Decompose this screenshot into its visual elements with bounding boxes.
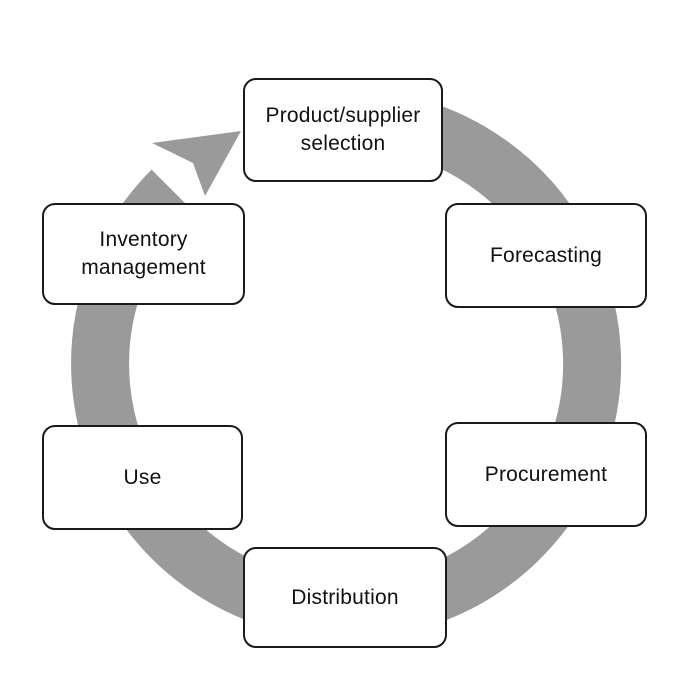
node-label: Procurement xyxy=(484,462,608,486)
node-use: Use xyxy=(42,425,243,530)
node-label: Product/supplier selection xyxy=(265,104,421,155)
node-label: Distribution xyxy=(291,585,399,609)
node-label: Inventory management xyxy=(81,228,206,279)
node-product-supplier-selection: Product/supplier selection xyxy=(243,78,443,182)
cycle-arrow-head-icon xyxy=(152,131,241,196)
node-forecasting: Forecasting xyxy=(445,203,647,308)
node-label: Forecasting xyxy=(490,243,602,267)
node-procurement: Procurement xyxy=(445,422,647,527)
node-inventory-management: Inventory management xyxy=(42,203,245,305)
node-label: Use xyxy=(123,465,162,489)
node-distribution: Distribution xyxy=(243,547,447,648)
cycle-arrow-band xyxy=(71,93,622,639)
